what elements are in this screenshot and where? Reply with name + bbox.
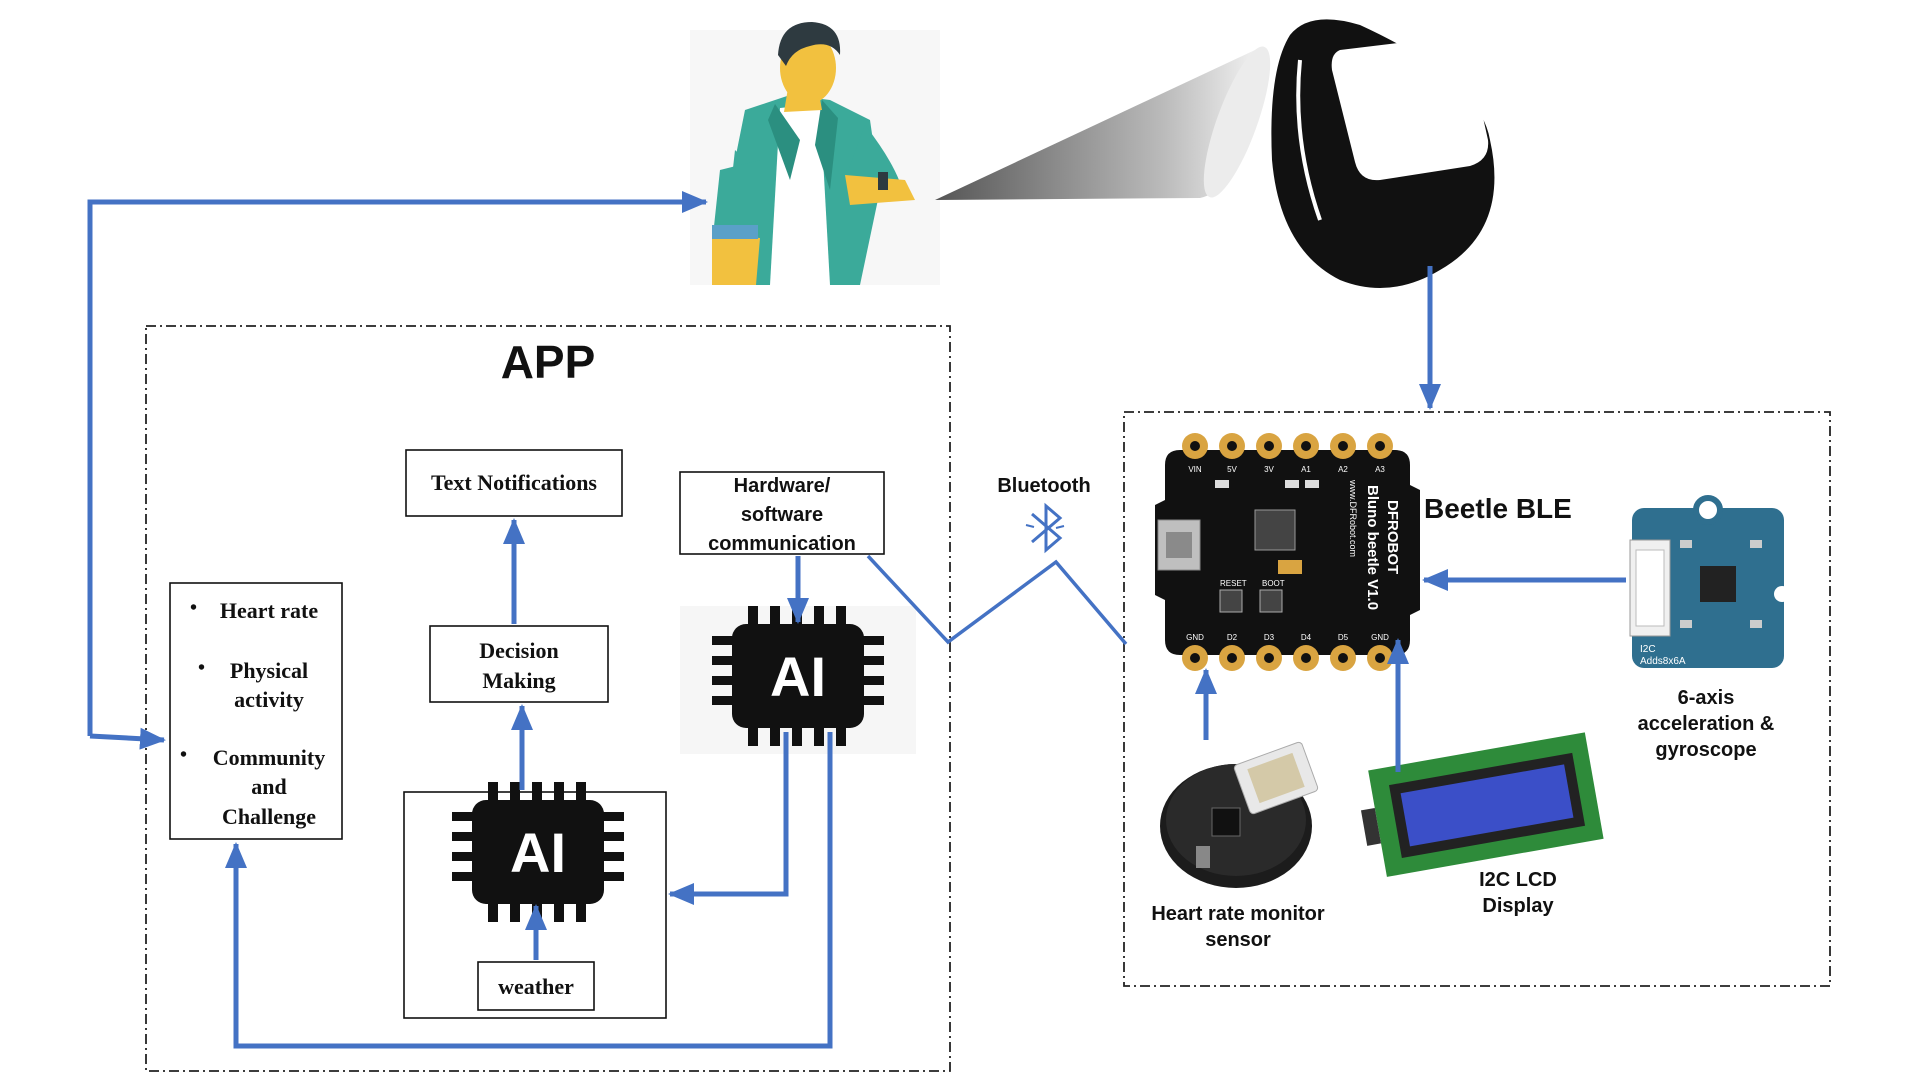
- feature-community-line-3: Challenge: [222, 804, 316, 829]
- pin-label-top: A3: [1375, 465, 1385, 474]
- board-silk-brand: DFROBOT: [1384, 500, 1401, 574]
- app-title: APP: [501, 336, 596, 388]
- bluetooth-icon: [1025, 502, 1065, 554]
- ai-chip-icon: AI: [452, 782, 624, 922]
- bluetooth-label: Bluetooth: [997, 475, 1090, 497]
- board-silk-model: Bluno beetle V1.0: [1364, 485, 1381, 610]
- heart-sensor-label-line-2: sensor: [1205, 929, 1271, 951]
- ai-chip-label: AI: [510, 821, 566, 884]
- lcd-label-line-1: I2C LCD: [1479, 869, 1557, 891]
- pin-label-bottom: D4: [1301, 633, 1312, 642]
- pin-label-bottom: D2: [1227, 633, 1238, 642]
- decision-making-line-1: Decision: [479, 638, 558, 663]
- decision-making-line-2: Making: [482, 668, 555, 693]
- heart-sensor-label-line-1: Heart rate monitor: [1151, 903, 1325, 925]
- beam-icon: [935, 50, 1263, 200]
- text-notifications-box: Text Notifications: [405, 449, 623, 517]
- weather-label: weather: [498, 974, 574, 999]
- arrow-ai-to-ai: [668, 732, 789, 905]
- smartwatch-icon: [1271, 19, 1495, 288]
- board-title: Beetle BLE: [1424, 493, 1572, 524]
- hardware-communication-box: Hardware/ software communication: [679, 471, 885, 555]
- arrow-ai-to-features: [225, 732, 833, 1049]
- gyro-label-line-1: 6-axis: [1678, 687, 1735, 709]
- lcd-label-line-2: Display: [1482, 895, 1554, 917]
- feature-physical-activity-line-1: Physical: [230, 658, 308, 683]
- pin-label-top: A1: [1301, 465, 1311, 474]
- board-reset-label: RESET: [1220, 579, 1247, 588]
- weather-box: weather: [477, 961, 595, 1011]
- hardware-comm-line-1: Hardware/: [734, 475, 831, 497]
- gyroscope-module: I2C Adds8x6A: [1626, 495, 1790, 668]
- pin-label-bottom: D3: [1264, 633, 1275, 642]
- app-container: [145, 325, 951, 1072]
- features-box: • Heart rate • Physical activity • Commu…: [169, 582, 343, 840]
- flow-arrows: [87, 191, 1626, 1049]
- pin-label-top: 5V: [1227, 465, 1237, 474]
- feature-physical-activity-line-2: activity: [234, 687, 304, 712]
- pin-label-bottom: D5: [1338, 633, 1349, 642]
- bullet-community: •: [180, 744, 187, 766]
- pin-label-bottom: GND: [1371, 633, 1389, 642]
- arrow-to-person: [87, 191, 708, 736]
- pin-label-bottom: GND: [1186, 633, 1204, 642]
- bullet-physical-activity: •: [198, 657, 205, 679]
- ai-chip-icon: AI: [712, 606, 884, 746]
- pin-label-top: A2: [1338, 465, 1348, 474]
- board-boot-label: BOOT: [1262, 579, 1285, 588]
- lcd-display-module: [1360, 732, 1604, 877]
- arrow-to-features: [89, 727, 166, 750]
- feature-community-line-1: Community: [213, 745, 325, 770]
- feature-community-line-2: and: [251, 774, 286, 799]
- bullet-heart-rate: •: [190, 597, 197, 619]
- hardware-comm-line-3: communication: [708, 533, 856, 555]
- person-checking-watch-icon: [690, 22, 940, 285]
- bluetooth-link-line: [866, 554, 1128, 646]
- pin-label-top: 3V: [1264, 465, 1274, 474]
- text-notifications-label: Text Notifications: [431, 470, 597, 495]
- hardware-comm-line-2: software: [741, 504, 823, 526]
- gyro-label-line-2: acceleration &: [1638, 713, 1775, 735]
- gyro-silk-i2c: I2C: [1640, 644, 1656, 655]
- gyro-label-line-3: gyroscope: [1655, 739, 1756, 761]
- beetle-ble-board: Bluno beetle V1.0 DFROBOT www.DFRobot.co…: [1155, 433, 1420, 671]
- heart-rate-sensor: [1160, 741, 1319, 888]
- feature-heart-rate: Heart rate: [220, 598, 319, 623]
- gyro-silk-addr: Adds8x6A: [1640, 656, 1686, 667]
- pin-label-top: VIN: [1188, 465, 1202, 474]
- decision-making-box: Decision Making: [429, 625, 609, 703]
- board-silk-url: www.DFRobot.com: [1348, 479, 1358, 557]
- ai-chip-label: AI: [770, 645, 826, 708]
